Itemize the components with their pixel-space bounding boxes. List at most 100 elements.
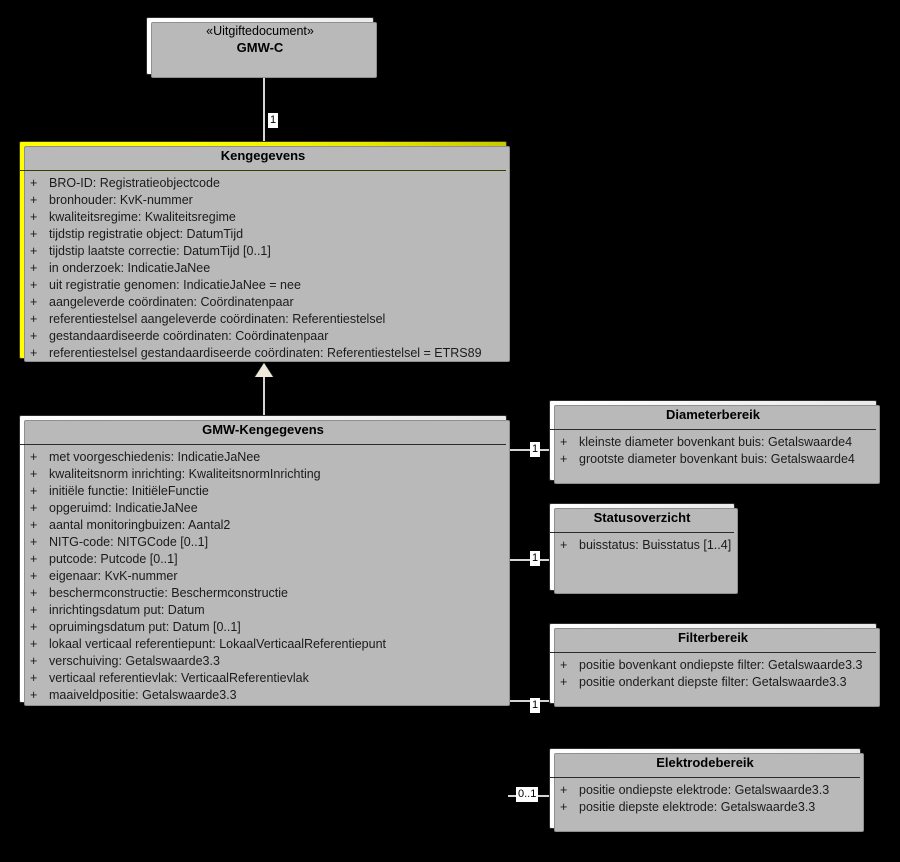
multiplicity-gmwc-kengegevens: 1	[268, 113, 279, 128]
attribute-row: + positie diepste elektrode: Getalswaard…	[556, 799, 854, 816]
attribute-row: + verschuiving: Getalswaarde3.3	[26, 653, 500, 670]
attribute-visibility: +	[30, 227, 38, 242]
class-name-diameterbereik: Diameterbereik	[666, 407, 760, 422]
attribute-text: lokaal verticaal referentiepunt: LokaalV…	[49, 637, 387, 652]
class-box-filterbereik[interactable]: Filterbereik + positie bovenkant ondieps…	[549, 623, 880, 707]
attribute-visibility: +	[30, 688, 38, 703]
attribute-visibility: +	[30, 193, 38, 208]
class-header-filterbereik: Filterbereik	[550, 624, 876, 652]
attribute-text: tijdstip registratie object: DatumTijd	[49, 227, 244, 242]
attribute-text: uit registratie genomen: IndicatieJaNee …	[49, 278, 301, 293]
attribute-text: gestandaardiseerde coördinaten: Coördina…	[49, 329, 329, 344]
attribute-visibility: +	[30, 312, 38, 327]
connector-gmw-diameterbereik	[508, 449, 549, 451]
class-box-gmw-kengegevens[interactable]: GMW-Kengegevens + met voorgeschiedenis: …	[19, 415, 510, 706]
attribute-text: initiële functie: InitiëleFunctie	[49, 484, 209, 499]
attribute-visibility: +	[30, 518, 38, 533]
class-name-gmw-c: GMW-C	[236, 39, 284, 55]
attribute-row: + tijdstip registratie object: DatumTijd	[26, 226, 500, 243]
attribute-text: positie bovenkant ondiepste filter: Geta…	[579, 658, 863, 673]
attribute-visibility: +	[30, 295, 38, 310]
attribute-text: NITG-code: NITGCode [0..1]	[49, 535, 209, 550]
attribute-row: + grootste diameter bovenkant buis: Geta…	[556, 451, 870, 468]
attribute-row: + verticaal referentievlak: VerticaalRef…	[26, 670, 500, 687]
multiplicity-elektrodebereik: 0..1	[516, 787, 539, 802]
attribute-visibility: +	[30, 450, 38, 465]
attribute-text: met voorgeschiedenis: IndicatieJaNee	[49, 450, 261, 465]
attribute-row: + buisstatus: Buisstatus [1..4]	[556, 537, 732, 554]
attribute-visibility: +	[30, 501, 38, 516]
attribute-visibility: +	[30, 637, 38, 652]
attribute-text: verschuiving: Getalswaarde3.3	[49, 654, 220, 669]
multiplicity-diameterbereik: 1	[530, 442, 541, 457]
attribute-row: + opruimingsdatum put: Datum [0..1]	[26, 619, 500, 636]
attribute-text: beschermconstructie: Beschermconstructie	[49, 586, 288, 601]
class-header-gmw-kengegevens: GMW-Kengegevens	[20, 416, 506, 444]
attribute-text: putcode: Putcode [0..1]	[49, 552, 178, 567]
class-divider-filterbereik	[550, 652, 876, 654]
class-divider-elektrodebereik	[550, 777, 860, 779]
attribute-visibility: +	[30, 603, 38, 618]
class-attributes-diameterbereik: + kleinste diameter bovenkant buis: Geta…	[550, 430, 876, 474]
class-header-diameterbereik: Diameterbereik	[550, 401, 876, 429]
class-divider-kengegevens	[20, 170, 506, 172]
attribute-row: + in onderzoek: IndicatieJaNee	[26, 260, 500, 277]
attribute-row: + maaiveldpositie: Getalswaarde3.3	[26, 687, 500, 704]
attribute-row: + opgeruimd: IndicatieJaNee	[26, 500, 500, 517]
attribute-row: + met voorgeschiedenis: IndicatieJaNee	[26, 449, 500, 466]
attribute-row: + NITG-code: NITGCode [0..1]	[26, 534, 500, 551]
attribute-text: positie ondiepste elektrode: Getalswaard…	[579, 783, 830, 798]
class-header-gmw-c: «Uitgiftedocument» GMW-C	[147, 18, 373, 62]
attribute-row: + kleinste diameter bovenkant buis: Geta…	[556, 434, 870, 451]
attribute-row: + lokaal verticaal referentiepunt: Lokaa…	[26, 636, 500, 653]
attribute-text: opgeruimd: IndicatieJaNee	[49, 501, 198, 516]
attribute-row: + positie onderkant diepste filter: Geta…	[556, 674, 870, 691]
attribute-row: + referentiestelsel gestandaardiseerde c…	[26, 345, 500, 362]
class-name-statusoverzicht: Statusoverzicht	[593, 510, 691, 525]
attribute-text: positie diepste elektrode: Getalswaarde3…	[579, 800, 816, 815]
attribute-text: referentiestelsel gestandaardiseerde coö…	[49, 346, 482, 361]
class-header-elektrodebereik: Elektrodebereik	[550, 749, 860, 777]
class-box-elektrodebereik[interactable]: Elektrodebereik + positie ondiepste elek…	[549, 748, 864, 832]
attribute-text: grootste diameter bovenkant buis: Getals…	[579, 452, 855, 467]
attribute-visibility: +	[560, 800, 568, 815]
class-attributes-kengegevens: + BRO-ID: Registratieobjectcode + bronho…	[20, 171, 506, 368]
attribute-visibility: +	[30, 552, 38, 567]
class-box-diameterbereik[interactable]: Diameterbereik + kleinste diameter boven…	[549, 400, 880, 484]
class-box-kengegevens[interactable]: Kengegevens + BRO-ID: Registratieobjectc…	[19, 141, 510, 362]
attribute-visibility: +	[30, 654, 38, 669]
attribute-row: + positie ondiepste elektrode: Getalswaa…	[556, 782, 854, 799]
attribute-text: buisstatus: Buisstatus [1..4]	[579, 538, 732, 553]
attribute-visibility: +	[560, 675, 568, 690]
attribute-text: maaiveldpositie: Getalswaarde3.3	[49, 688, 237, 703]
multiplicity-filterbereik: 1	[530, 698, 541, 713]
attribute-row: + gestandaardiseerde coördinaten: Coördi…	[26, 328, 500, 345]
attribute-row: + kwaliteitsnorm inrichting: Kwaliteitsn…	[26, 466, 500, 483]
attribute-row: + inrichtingsdatum put: Datum	[26, 602, 500, 619]
attribute-row: + referentiestelsel aangeleverde coördin…	[26, 311, 500, 328]
class-header-statusoverzicht: Statusoverzicht	[550, 504, 734, 532]
attribute-row: + positie bovenkant ondiepste filter: Ge…	[556, 657, 870, 674]
class-name-filterbereik: Filterbereik	[677, 630, 749, 645]
attribute-row: + tijdstip laatste correctie: DatumTijd …	[26, 243, 500, 260]
attribute-text: aangeleverde coördinaten: Coördinatenpaa…	[49, 295, 294, 310]
class-divider-diameterbereik	[550, 429, 876, 431]
class-header-kengegevens: Kengegevens	[20, 142, 506, 170]
attribute-row: + beschermconstructie: Beschermconstruct…	[26, 585, 500, 602]
attribute-visibility: +	[560, 452, 568, 467]
attribute-row: + kwaliteitsregime: Kwaliteitsregime	[26, 209, 500, 226]
class-box-gmw-c[interactable]: «Uitgiftedocument» GMW-C	[146, 17, 377, 78]
attribute-row: + uit registratie genomen: IndicatieJaNe…	[26, 277, 500, 294]
attribute-text: kleinste diameter bovenkant buis: Getals…	[579, 435, 853, 450]
attribute-row: + bronhouder: KvK-nummer	[26, 192, 500, 209]
attribute-text: verticaal referentievlak: VerticaalRefer…	[49, 671, 309, 686]
attribute-text: BRO-ID: Registratieobjectcode	[49, 176, 220, 191]
class-box-statusoverzicht[interactable]: Statusoverzicht + buisstatus: Buisstatus…	[549, 503, 738, 594]
connector-gmw-filterbereik	[508, 700, 549, 702]
attribute-visibility: +	[30, 261, 38, 276]
multiplicity-statusoverzicht: 1	[530, 551, 541, 566]
class-divider-gmw-kengegevens	[20, 444, 506, 446]
attribute-text: in onderzoek: IndicatieJaNee	[49, 261, 211, 276]
attribute-visibility: +	[30, 484, 38, 499]
class-attributes-filterbereik: + positie bovenkant ondiepste filter: Ge…	[550, 653, 876, 697]
